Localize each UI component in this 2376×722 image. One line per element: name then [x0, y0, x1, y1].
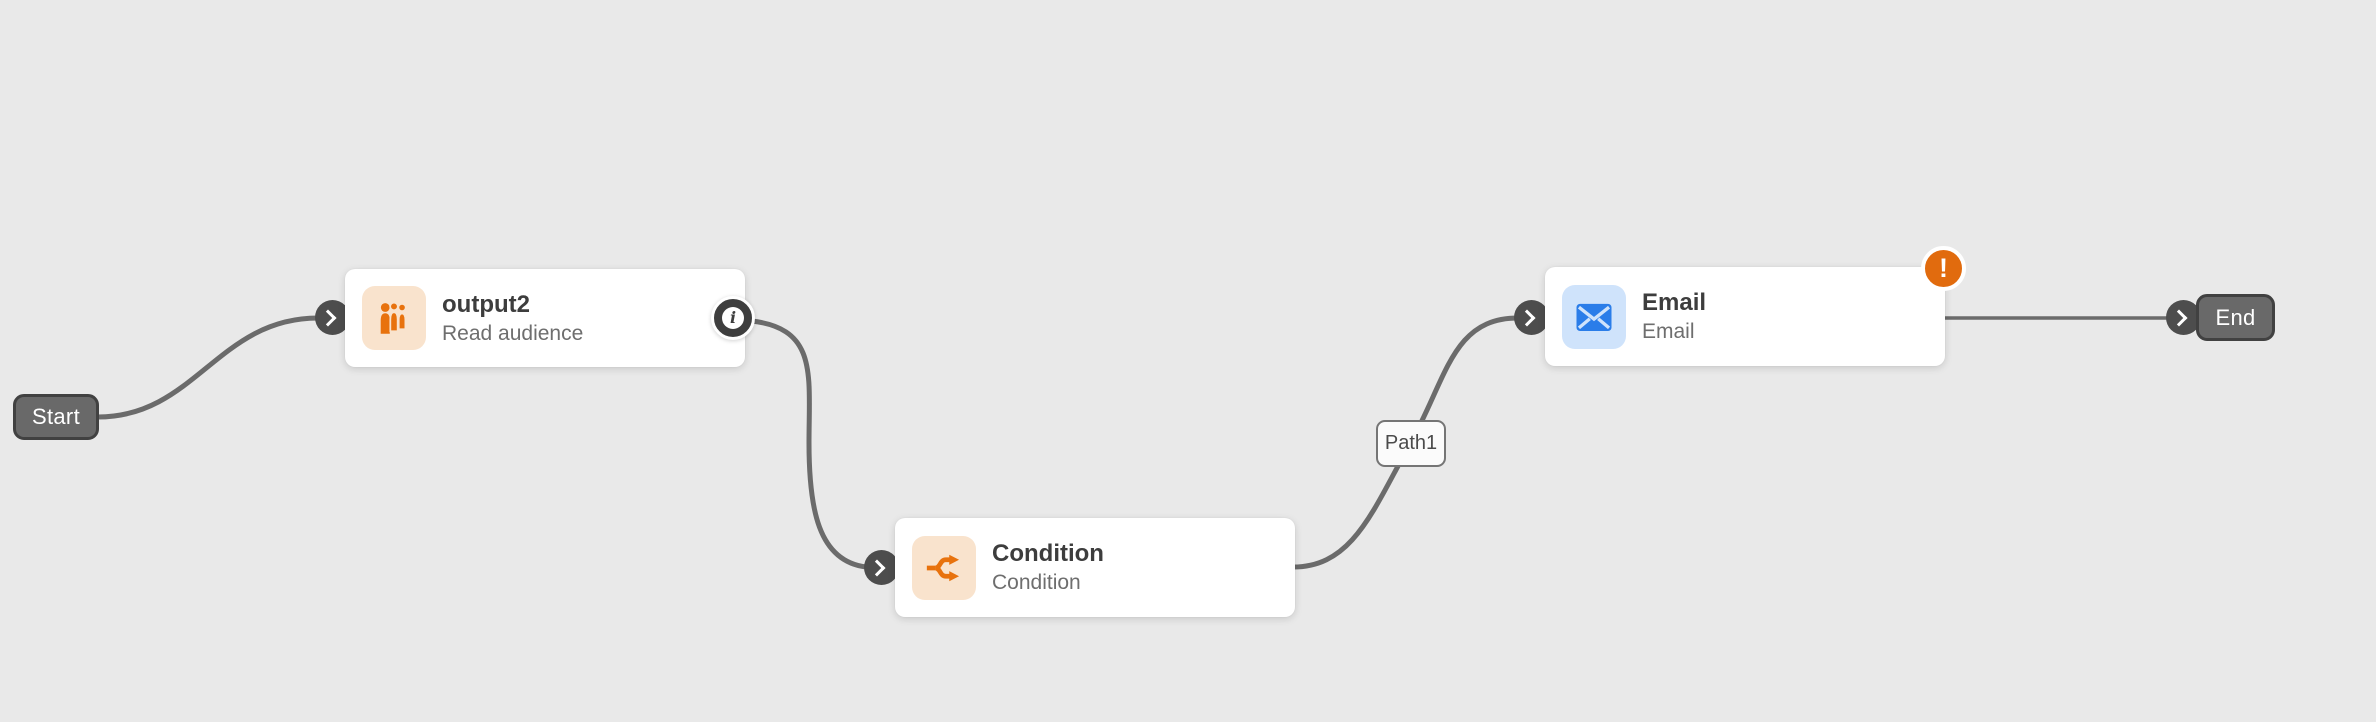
node-title: Email [1642, 289, 1707, 316]
info-icon[interactable]: i [711, 296, 755, 340]
input-port-end[interactable] [2166, 300, 2201, 335]
input-port-condition[interactable] [864, 550, 899, 585]
connector-output2-condition [749, 318, 869, 570]
node-title: Condition [992, 540, 1104, 567]
node-subtitle: Read audience [442, 321, 584, 345]
end-node[interactable]: End [2196, 294, 2275, 341]
chevron-right-icon [868, 559, 886, 577]
email-icon-svg [1576, 303, 1612, 331]
chevron-right-icon [2170, 309, 2188, 327]
chevron-right-icon [319, 309, 337, 327]
transition-label-path1[interactable]: Path1 [1376, 420, 1446, 467]
node-email[interactable]: Email Email [1545, 267, 1945, 366]
start-node[interactable]: Start [13, 394, 99, 440]
node-output2[interactable]: output2 Read audience [345, 269, 745, 367]
connector-start-output2 [95, 315, 321, 420]
audience-icon-svg [380, 301, 407, 334]
input-port-email[interactable] [1514, 300, 1549, 335]
node-condition[interactable]: Condition Condition [895, 518, 1295, 617]
audience-icon [362, 286, 426, 350]
chevron-right-icon [1518, 309, 1536, 327]
node-subtitle: Email [1642, 320, 1695, 343]
warning-icon: ! [1921, 246, 1966, 291]
condition-split-icon-svg [926, 554, 960, 581]
node-title: output2 [442, 290, 530, 318]
email-icon [1562, 284, 1626, 349]
node-subtitle: Condition [992, 571, 1081, 594]
input-port-output2[interactable] [315, 300, 350, 335]
condition-split-icon [912, 535, 976, 600]
info-icon-glyph: i [722, 307, 744, 329]
